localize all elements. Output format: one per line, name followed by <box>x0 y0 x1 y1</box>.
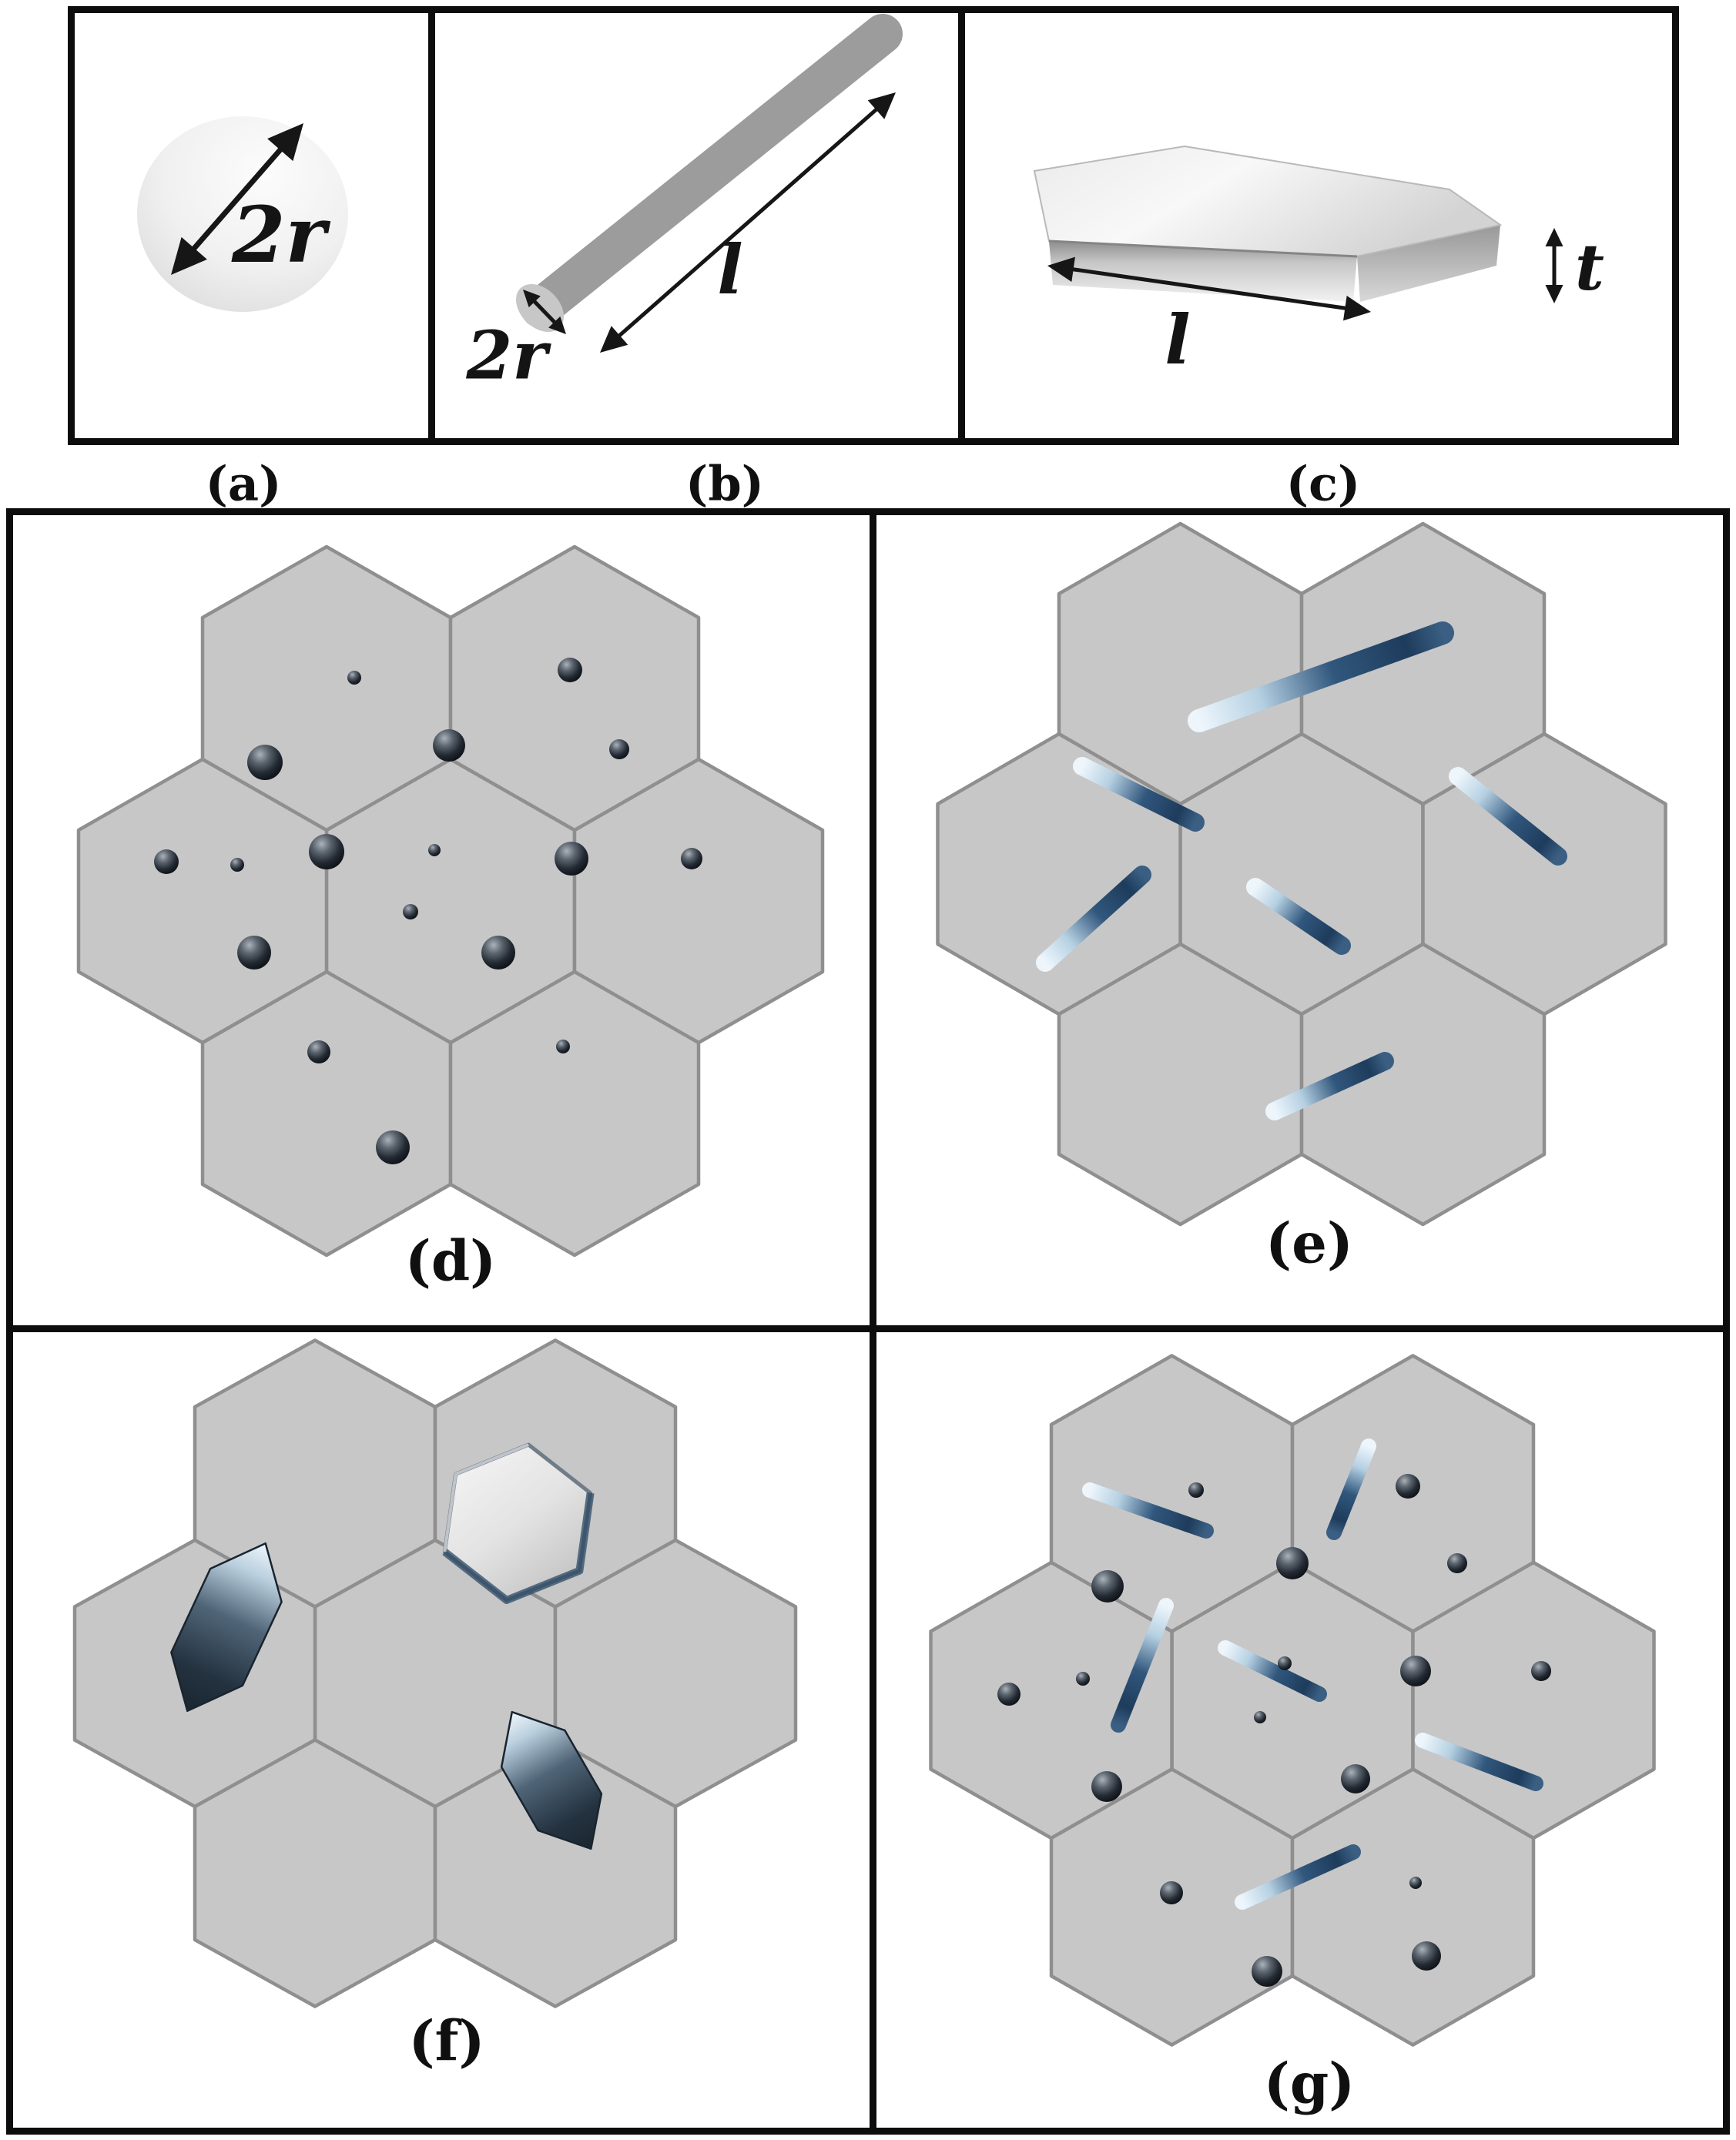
rod-diameter-label: 2r <box>466 316 548 395</box>
panel-f-label: (f) <box>408 2008 485 2074</box>
panel-a-label: (a) <box>205 455 282 512</box>
panel-g-label: (g) <box>1263 2050 1356 2116</box>
grain-panels-grid-frame <box>6 508 1730 2135</box>
panel-e-graphics <box>936 521 1667 1227</box>
panel-d-label: (d) <box>404 1227 497 1294</box>
grid-divider-vertical <box>870 508 876 2135</box>
panel-c-label: (c) <box>1285 455 1361 512</box>
platelet-thickness-label: t <box>1575 231 1604 305</box>
panel-b-graphics <box>516 14 903 353</box>
panel-g-graphics <box>929 1354 1656 2047</box>
panel-c-graphics <box>1033 145 1563 321</box>
panel-f-graphics <box>72 1338 798 2008</box>
platelet-length-label: l <box>1165 300 1191 380</box>
divider-b-c <box>958 6 965 445</box>
panel-b-label: (b) <box>685 455 765 512</box>
sphere-diameter-label: 2r <box>231 189 327 280</box>
grid-divider-horizontal <box>6 1325 1730 1332</box>
divider-a-b <box>428 6 435 445</box>
panel-e-label: (e) <box>1265 1210 1353 1276</box>
panel-a-graphics <box>137 116 348 312</box>
shape-definition-row-frame <box>68 6 1679 445</box>
rod-length-label: l <box>717 229 743 310</box>
panel-d-graphics <box>76 544 825 1258</box>
